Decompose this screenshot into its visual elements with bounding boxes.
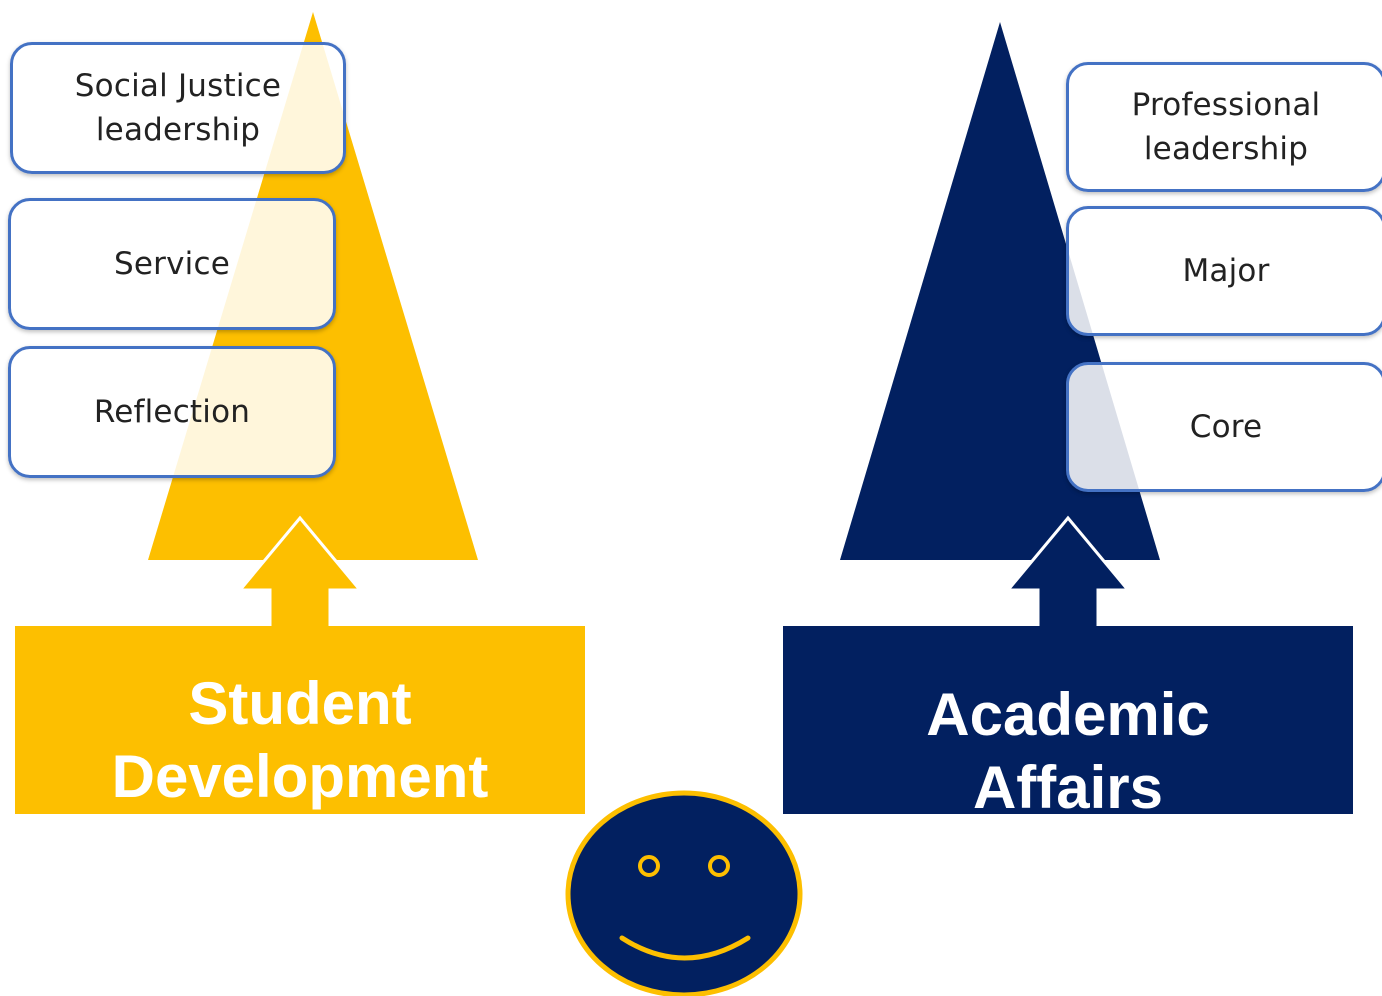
- right-tier-label: Professional leadership: [1131, 86, 1321, 167]
- right-tier-label: Major: [1182, 252, 1270, 289]
- right-eye-icon: [708, 855, 730, 877]
- left-tier-reflection: Reflection: [8, 346, 336, 478]
- right-tier-core: Core: [1066, 362, 1382, 492]
- left-tier-label: Service: [114, 245, 230, 282]
- student-development-banner: Student Development: [15, 626, 585, 814]
- left-tier-label: Reflection: [93, 393, 251, 430]
- left-tier-social-justice-leadership: Social Justice leadership: [10, 42, 346, 174]
- academic-affairs-label: Academic Affairs: [926, 680, 1210, 821]
- left-tier-service: Service: [8, 198, 336, 330]
- student-development-label: Student Development: [111, 669, 489, 810]
- right-tier-major: Major: [1066, 206, 1382, 336]
- smile-mouth-icon: [619, 935, 751, 961]
- academic-affairs-banner: Academic Affairs: [783, 626, 1353, 821]
- left-tier-label: Social Justice leadership: [74, 67, 282, 148]
- right-tier-professional-leadership: Professional leadership: [1066, 62, 1382, 192]
- left-eye-icon: [638, 855, 660, 877]
- right-tier-label: Core: [1189, 408, 1263, 445]
- smiley-face-icon: [565, 790, 803, 996]
